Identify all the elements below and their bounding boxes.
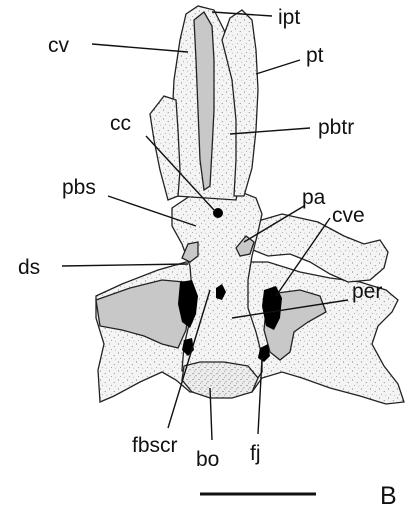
label-fbscr: fbscr [132, 434, 178, 457]
label-bo: bo [196, 448, 219, 471]
leader-pt [256, 60, 300, 74]
label-cc: cc [110, 112, 131, 135]
label-pt: pt [306, 44, 324, 67]
leader-cv [92, 44, 188, 52]
leader-ds [62, 264, 188, 266]
label-pa: pa [302, 186, 326, 209]
label-cve: cve [332, 204, 365, 227]
pterygoid-strap-left [150, 96, 180, 200]
label-pbtr: pbtr [318, 116, 354, 139]
carotid-canal-foramen [213, 208, 223, 218]
label-ipt: ipt [278, 6, 300, 29]
label-pbs: pbs [62, 176, 96, 199]
label-cv: cv [48, 34, 70, 57]
label-per: per [352, 280, 382, 303]
label-ds: ds [18, 256, 40, 279]
panel-label: B [380, 482, 397, 510]
basioccipital [182, 362, 258, 398]
label-fj: fj [250, 442, 261, 465]
